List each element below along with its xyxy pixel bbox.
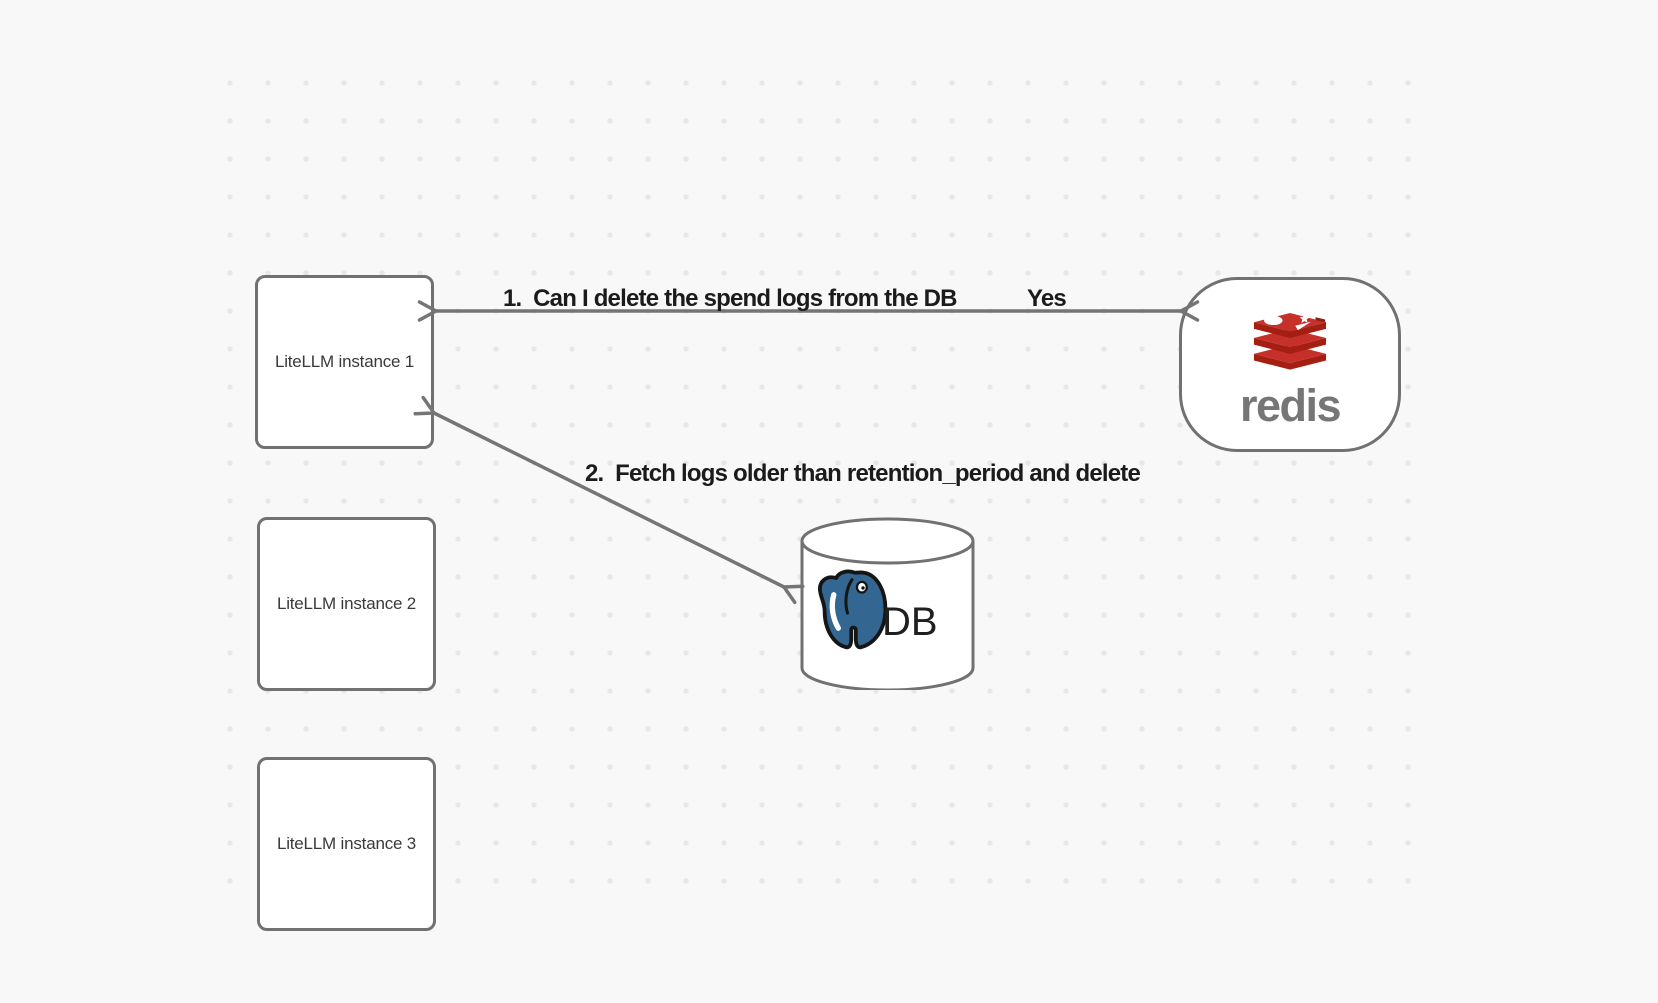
node-litellm-instance-3[interactable]: LiteLLM instance 3 <box>257 757 436 931</box>
node-litellm-instance-2[interactable]: LiteLLM instance 2 <box>257 517 436 691</box>
node-redis[interactable]: redis <box>1179 277 1401 452</box>
annotation-step2[interactable]: 2. Fetch logs older than retention_perio… <box>585 460 1141 487</box>
node-label: LiteLLM instance 2 <box>276 594 417 613</box>
node-label: LiteLLM instance 1 <box>274 352 415 371</box>
db-label: DB <box>882 600 938 644</box>
redis-logo-icon <box>1253 313 1327 370</box>
postgresql-logo-icon <box>818 569 888 650</box>
node-label: LiteLLM instance 3 <box>276 834 417 853</box>
node-litellm-instance-1[interactable]: LiteLLM instance 1 <box>255 275 434 449</box>
redis-wordmark: redis <box>1239 380 1342 431</box>
annotation-step1[interactable]: 1. Can I delete the spend logs from the … <box>503 285 957 312</box>
annotation-step1-answer[interactable]: Yes <box>1027 285 1067 312</box>
